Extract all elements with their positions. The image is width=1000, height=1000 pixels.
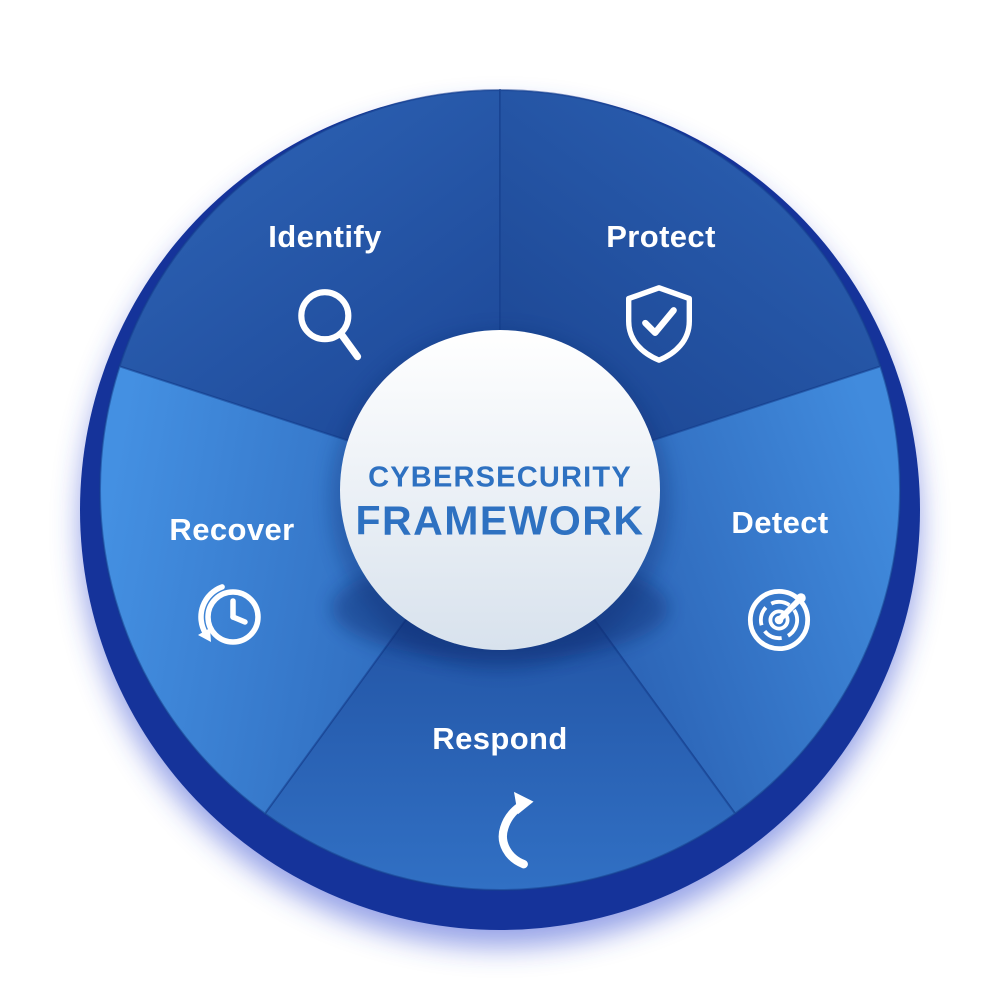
segment-label-recover: Recover	[169, 512, 295, 547]
segment-label-detect: Detect	[731, 505, 829, 540]
history-clock-icon	[188, 572, 278, 662]
segment-respond-wedge	[263, 488, 737, 891]
center-title: CYBERSECURITY FRAMEWORK	[355, 462, 644, 545]
magnifier-icon	[287, 282, 379, 374]
center-disc	[340, 330, 660, 650]
center-title-line1: CYBERSECURITY	[368, 461, 632, 494]
segment-label-protect: Protect	[606, 219, 716, 254]
radar-icon	[736, 577, 822, 663]
center-title-line2: FRAMEWORK	[355, 497, 645, 544]
segment-label-respond: Respond	[432, 721, 568, 756]
shield-check-icon	[615, 280, 703, 368]
segment-label-identify: Identify	[268, 219, 382, 254]
curved-arrow-icon	[469, 784, 557, 872]
